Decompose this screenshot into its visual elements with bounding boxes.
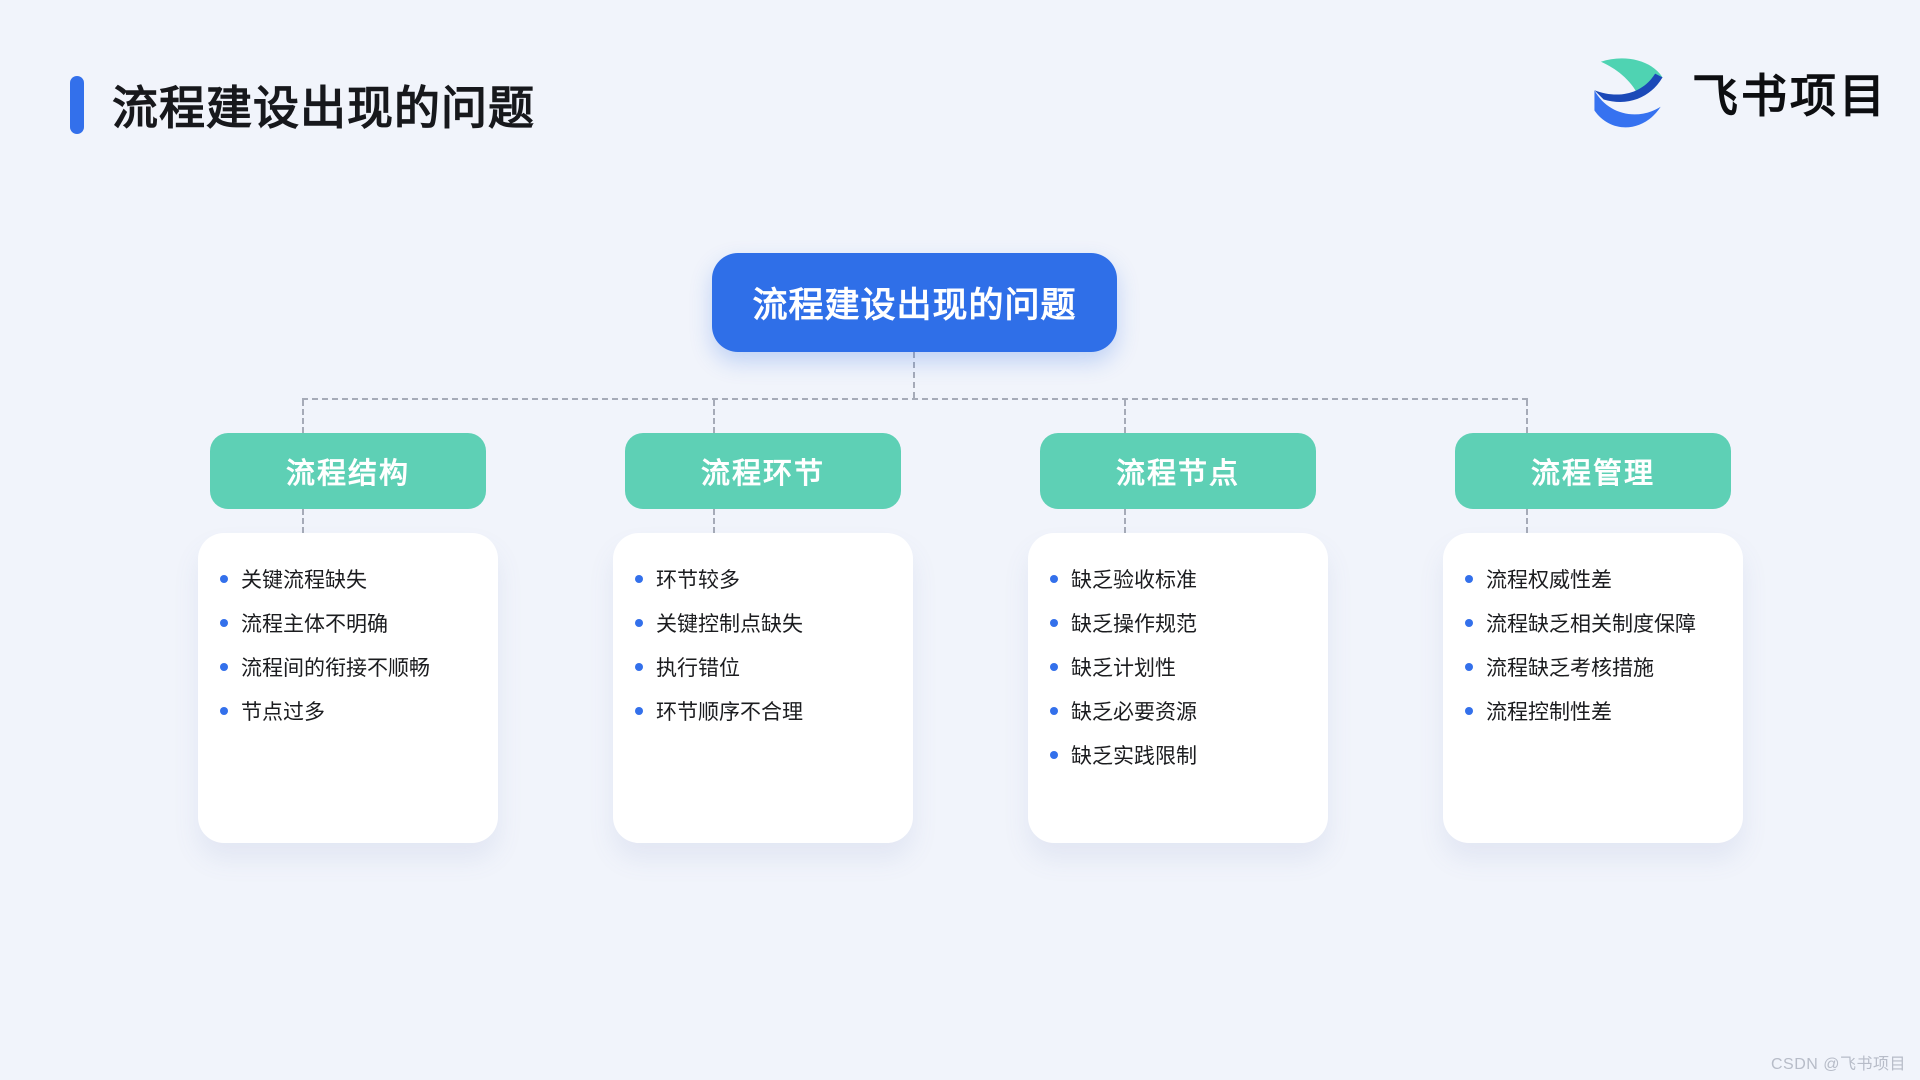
connector-horizontal <box>302 398 1528 400</box>
list-item: 流程缺乏考核措施 <box>1463 645 1727 689</box>
branch-header-management: 流程管理 <box>1455 433 1731 509</box>
connector-drop-bottom-3 <box>1124 509 1126 533</box>
logo-text: 飞书项目 <box>1692 70 1888 122</box>
branch-card-links: 环节较多 关键控制点缺失 执行错位 环节顺序不合理 <box>613 533 913 843</box>
bullet-icon <box>220 663 228 671</box>
connector-drop-top-1 <box>302 400 304 433</box>
watermark: CSDN @飞书项目 <box>1770 1056 1906 1073</box>
page-title: 流程建设出现的问题 <box>112 82 535 134</box>
connector-root-stem <box>913 352 915 398</box>
list-item-text: 环节顺序不合理 <box>656 701 803 724</box>
item-list: 流程权威性差 流程缺乏相关制度保障 流程缺乏考核措施 流程控制性差 <box>1463 557 1727 733</box>
bullet-icon <box>1465 575 1473 583</box>
bullet-icon <box>220 619 228 627</box>
bullet-icon <box>635 707 643 715</box>
list-item-text: 执行错位 <box>656 657 740 680</box>
title-block: 流程建设出现的问题 <box>70 72 535 138</box>
list-item-text: 流程控制性差 <box>1486 701 1612 724</box>
list-item-text: 流程权威性差 <box>1486 569 1612 592</box>
bullet-icon <box>1050 619 1058 627</box>
list-item: 环节顺序不合理 <box>633 689 897 733</box>
branch-card-nodes: 缺乏验收标准 缺乏操作规范 缺乏计划性 缺乏必要资源 缺乏实践限制 <box>1028 533 1328 843</box>
list-item-text: 缺乏验收标准 <box>1071 569 1197 592</box>
root-node: 流程建设出现的问题 <box>712 253 1117 352</box>
list-item-text: 节点过多 <box>241 701 325 724</box>
bullet-icon <box>1050 663 1058 671</box>
list-item: 缺乏操作规范 <box>1048 601 1312 645</box>
branch-header-links: 流程环节 <box>625 433 901 509</box>
list-item: 环节较多 <box>633 557 897 601</box>
list-item-text: 流程缺乏考核措施 <box>1486 657 1654 680</box>
list-item: 流程间的衔接不顺畅 <box>218 645 482 689</box>
bullet-icon <box>1050 575 1058 583</box>
bullet-icon <box>220 575 228 583</box>
list-item: 流程控制性差 <box>1463 689 1727 733</box>
feishu-logo: 飞书项目 <box>1588 52 1888 134</box>
list-item: 节点过多 <box>218 689 482 733</box>
bullet-icon <box>1465 707 1473 715</box>
list-item-text: 缺乏计划性 <box>1071 657 1176 680</box>
list-item-text: 流程缺乏相关制度保障 <box>1486 613 1696 636</box>
bullet-icon <box>1465 663 1473 671</box>
list-item: 关键流程缺失 <box>218 557 482 601</box>
connector-drop-top-3 <box>1124 400 1126 433</box>
list-item-text: 环节较多 <box>656 569 740 592</box>
list-item: 关键控制点缺失 <box>633 601 897 645</box>
connector-drop-bottom-1 <box>302 509 304 533</box>
list-item-text: 关键控制点缺失 <box>656 613 803 636</box>
bullet-icon <box>1050 751 1058 759</box>
connector-drop-top-2 <box>713 400 715 433</box>
item-list: 缺乏验收标准 缺乏操作规范 缺乏计划性 缺乏必要资源 缺乏实践限制 <box>1048 557 1312 777</box>
list-item-text: 缺乏实践限制 <box>1071 745 1197 768</box>
connector-drop-top-4 <box>1526 400 1528 433</box>
branch-card-structure: 关键流程缺失 流程主体不明确 流程间的衔接不顺畅 节点过多 <box>198 533 498 843</box>
branch-header-structure: 流程结构 <box>210 433 486 509</box>
list-item: 流程主体不明确 <box>218 601 482 645</box>
bullet-icon <box>1465 619 1473 627</box>
list-item: 缺乏必要资源 <box>1048 689 1312 733</box>
branch-card-management: 流程权威性差 流程缺乏相关制度保障 流程缺乏考核措施 流程控制性差 <box>1443 533 1743 843</box>
list-item: 缺乏计划性 <box>1048 645 1312 689</box>
list-item: 流程权威性差 <box>1463 557 1727 601</box>
list-item: 缺乏实践限制 <box>1048 733 1312 777</box>
list-item-text: 缺乏操作规范 <box>1071 613 1197 636</box>
list-item-text: 流程间的衔接不顺畅 <box>241 657 430 680</box>
list-item-text: 流程主体不明确 <box>241 613 388 636</box>
bullet-icon <box>635 575 643 583</box>
list-item-text: 关键流程缺失 <box>241 569 367 592</box>
connector-drop-bottom-4 <box>1526 509 1528 533</box>
feishu-bird-icon <box>1594 58 1663 128</box>
list-item: 缺乏验收标准 <box>1048 557 1312 601</box>
list-item: 执行错位 <box>633 645 897 689</box>
connector-drop-bottom-2 <box>713 509 715 533</box>
bullet-icon <box>1050 707 1058 715</box>
bullet-icon <box>635 619 643 627</box>
item-list: 关键流程缺失 流程主体不明确 流程间的衔接不顺畅 节点过多 <box>218 557 482 733</box>
bullet-icon <box>220 707 228 715</box>
title-accent-bar <box>70 76 84 134</box>
branch-header-nodes: 流程节点 <box>1040 433 1316 509</box>
item-list: 环节较多 关键控制点缺失 执行错位 环节顺序不合理 <box>633 557 897 733</box>
bullet-icon <box>635 663 643 671</box>
list-item: 流程缺乏相关制度保障 <box>1463 601 1727 645</box>
list-item-text: 缺乏必要资源 <box>1071 701 1197 724</box>
